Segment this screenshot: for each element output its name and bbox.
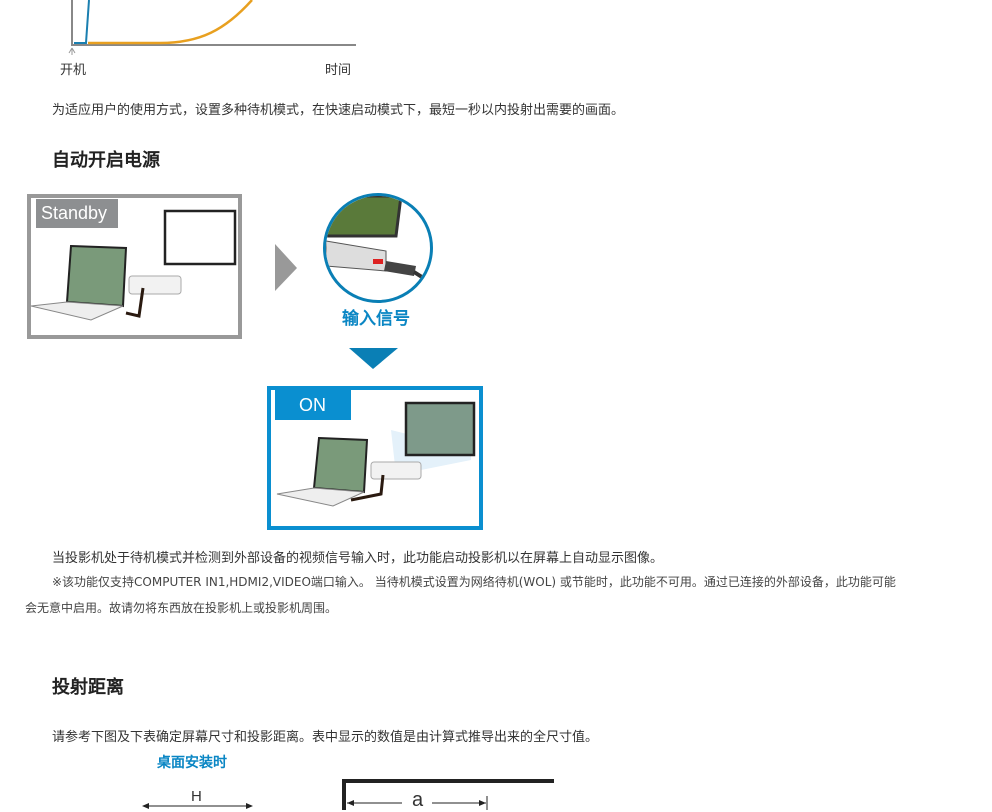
projector-icon	[370, 461, 422, 480]
down-arrow-icon	[349, 348, 398, 369]
intro-text: 为适应用户的使用方式，设置多种待机模式，在快速启动模式下，最短一秒以内投射出需要…	[52, 103, 625, 118]
screen-distance-diagram	[342, 779, 554, 810]
x-start-label: 开机	[60, 63, 87, 78]
on-label: ON	[275, 390, 351, 420]
screen-icon	[163, 209, 237, 266]
signal-input-label: 输入信号	[342, 309, 410, 329]
laptop-icon	[31, 244, 128, 321]
section-heading-projection-distance: 投射距离	[52, 677, 124, 698]
standby-label: Standby	[36, 199, 118, 228]
startup-time-chart	[68, 0, 356, 55]
up-arrow-icon	[68, 47, 76, 55]
note-line-2: 会无意中启用。故请勿将东西放在投影机上或投影机周围。	[25, 601, 338, 615]
a-dimension-label: a	[412, 789, 424, 811]
cable-icon	[125, 287, 145, 318]
projector-icon	[128, 275, 182, 295]
auto-power-description: 当投影机处于待机模式并检测到外部设备的视频信号输入时，此功能启动投影机以在屏幕上…	[52, 551, 664, 566]
note-line-1: ※该功能仅支持COMPUTER IN1,HDMI2,VIDEO端口输入。 当待机…	[52, 575, 896, 589]
desk-install-label: 桌面安装时	[157, 755, 227, 771]
standby-illustration: Standby	[27, 194, 242, 339]
section-heading-auto-power: 自动开启电源	[52, 150, 160, 171]
x-end-label: 时间	[325, 63, 352, 78]
h-dimension-label: H	[191, 788, 202, 805]
normal-start-curve	[88, 0, 253, 45]
projection-description: 请参考下图及下表确定屏幕尺寸和投影距离。表中显示的数值是由计算式推导出来的全尺寸…	[52, 730, 599, 745]
laptop-icon	[276, 436, 369, 507]
projected-screen-icon	[404, 401, 476, 457]
cable-icon	[350, 474, 385, 502]
on-illustration: ON	[267, 386, 483, 530]
quick-start-line	[74, 0, 90, 44]
signal-input-closeup	[323, 193, 433, 303]
right-arrow-icon	[275, 244, 297, 291]
h-dimension-arrow	[142, 803, 253, 809]
cable-connector-icon	[384, 261, 416, 276]
